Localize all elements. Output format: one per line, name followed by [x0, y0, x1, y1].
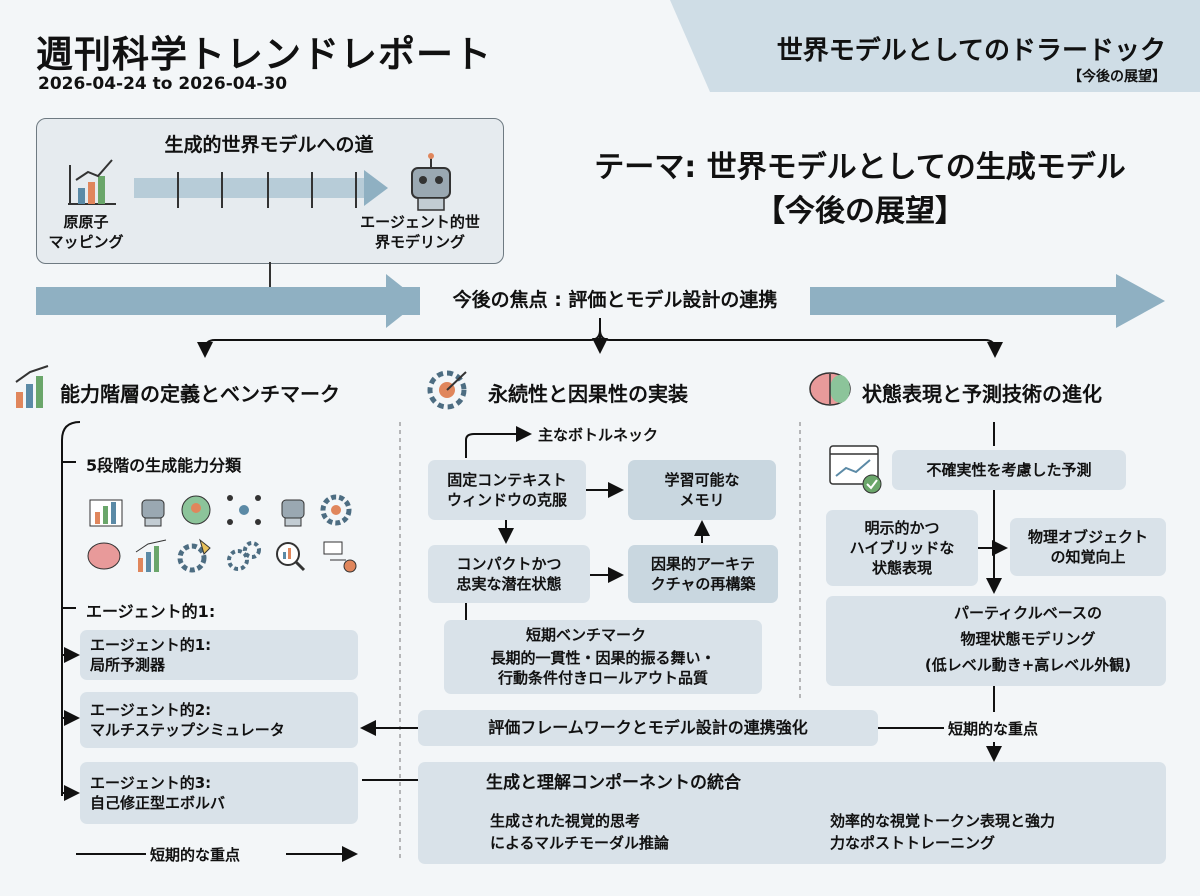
corner-subtitle: 【今後の展望】 — [1068, 69, 1166, 85]
physical-object-box: 物理オブジェクト の知覚向上 — [1010, 518, 1166, 576]
capability-icons-grid — [87, 494, 357, 573]
particle-text: パーティクルベースの 物理状態モデリング (低レベル動き+高レベル外観) — [924, 604, 1132, 674]
agentic-label: エージェント的1: — [86, 602, 216, 621]
corner-banner — [670, 0, 1200, 92]
growth-chart-icon — [15, 365, 49, 408]
level-1-box: エージェント的1: 局所予測器 — [80, 630, 358, 680]
integration-title: 生成と理解コンポーネントの統合 — [486, 773, 741, 793]
col1-heading: 能力階層の定義とベンチマーク — [60, 382, 340, 406]
page-title: 週刊科学トレンドレポート — [36, 33, 492, 76]
brain-icon — [809, 372, 851, 406]
level-2-box: エージェント的2: マルチステップシミュレータ — [80, 692, 358, 748]
corner-title: 世界モデルとしてのドラードック — [776, 36, 1166, 66]
short-benchmark-panel — [444, 620, 762, 694]
capability-classification-label: 5段階の生成能力分類 — [86, 456, 242, 475]
col3-short-term-label: 短期的な重点 — [944, 718, 1043, 739]
fixed-context-box: 固定コンテキスト ウィンドウの克服 — [428, 460, 586, 520]
bottleneck-label: 主なボトルネック — [538, 426, 659, 444]
icon-brain-1 — [87, 542, 121, 570]
icon-gears-2 — [227, 541, 261, 571]
col3-heading: 状態表現と予測技術の進化 — [862, 382, 1102, 406]
icon-robot-2 — [281, 499, 305, 527]
benchmark-description: 長期的一貫性・因果的振る舞い・ 行動条件付きロールアウト品質 — [490, 649, 716, 687]
icon-head-gear — [181, 495, 211, 525]
integration-panel — [418, 762, 1166, 864]
theme-line-2: 【今後の展望】 — [755, 194, 965, 229]
learnable-memory-box: 学習可能な メモリ — [628, 460, 776, 520]
browser-chart-icon — [829, 445, 882, 494]
theme-line-1: テーマ: 世界モデルとしての生成モデル — [594, 150, 1126, 185]
uncertainty-box: 不確実性を考慮した予測 — [892, 450, 1126, 490]
focus-label: 今後の焦点 : 評価とモデル設計の連携 — [420, 285, 810, 315]
col1-short-term-label: 短期的な重点 — [150, 846, 241, 864]
roadmap-title: 生成的世界モデルへの道 — [164, 134, 374, 156]
short-benchmark-label: 短期ベンチマーク — [526, 626, 647, 644]
theme-heading: テーマ: 世界モデルとしての生成モデル 【今後の展望】 — [520, 146, 1200, 234]
icon-data-flow — [323, 541, 357, 573]
visual-token-text: 効率的な視覚トークン表現と強力 力なポストトレーニング — [830, 812, 1056, 852]
icon-chart-2 — [135, 539, 167, 572]
col2-heading: 永続性と因果性の実装 — [488, 382, 688, 406]
icon-network-1 — [227, 495, 261, 525]
roadmap-progress-bar — [134, 170, 388, 208]
icon-magnifier — [276, 542, 306, 572]
eval-link-banner: 評価フレームワークとモデル設計の連携強化 — [418, 710, 878, 746]
compact-latent-box: コンパクトかつ 忠実な潜在状態 — [428, 545, 590, 603]
roadmap-start-label: 原原子 マッピング — [48, 213, 124, 251]
level-3-box: エージェント的3: 自己修正型エボルバ — [80, 762, 358, 824]
icon-chart-1 — [89, 499, 123, 527]
particle-panel — [826, 596, 1166, 686]
icon-robot-1 — [141, 499, 165, 527]
icon-gear-pencil — [177, 538, 211, 573]
roadmap-end-label: エージェント的世 界モデリング — [360, 213, 480, 251]
robot-icon — [411, 153, 451, 211]
chart-icon — [68, 159, 116, 205]
multimodal-reasoning-text: 生成された視覚的思考 によるマルチモーダル推論 — [490, 812, 669, 852]
date-range: 2026-04-24 to 2026-04-30 — [38, 74, 288, 94]
icon-gear-1 — [320, 494, 352, 526]
gear-target-icon — [427, 370, 467, 410]
causal-architecture-box: 因果的アーキテ クチャの再構築 — [628, 545, 778, 603]
explicit-state-box: 明示的かつ ハイブリッドな 状態表現 — [826, 510, 978, 586]
